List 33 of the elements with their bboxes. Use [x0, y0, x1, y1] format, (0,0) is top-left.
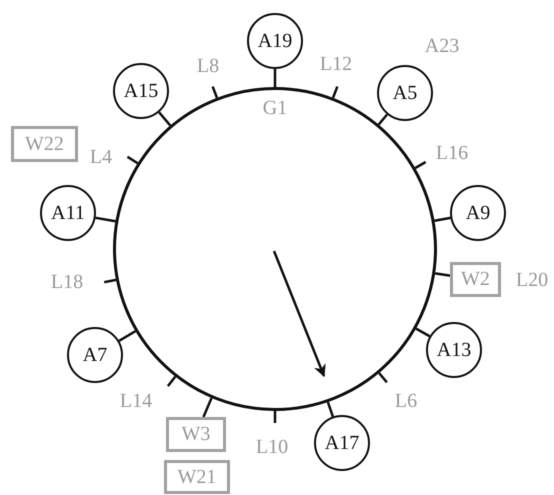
connector-line: [202, 398, 213, 418]
connector-line: [434, 272, 450, 277]
node-circle: A17: [314, 415, 370, 471]
node-circle: A5: [377, 65, 433, 121]
node-circle: A11: [40, 185, 96, 241]
node-circle: A13: [426, 322, 482, 378]
tick-label: L18: [50, 272, 84, 292]
label-box: W3: [166, 417, 226, 452]
tick-label: L10: [256, 437, 288, 457]
connector-line: [95, 216, 116, 222]
label-box: W2: [450, 262, 501, 297]
connector-line: [378, 114, 388, 126]
connector-line: [434, 216, 451, 222]
node-circle: A15: [113, 63, 169, 119]
tick-label: L16: [436, 143, 468, 163]
tick-label: L14: [120, 391, 152, 411]
node-circle: A9: [450, 185, 506, 241]
tick-label: L4: [90, 147, 112, 167]
connector-line: [118, 330, 136, 342]
tick-label: L12: [320, 54, 352, 74]
connector-line: [415, 328, 430, 338]
tick-label: L8: [196, 56, 220, 76]
ring-label: G1: [262, 98, 288, 118]
tick-label: A23: [424, 36, 460, 56]
node-circle: A7: [67, 327, 123, 383]
connector-line: [274, 69, 276, 87]
connector-line: [158, 112, 172, 126]
connector-line: [326, 402, 334, 417]
label-box: W22: [11, 126, 78, 162]
tick-label: L20: [516, 270, 548, 290]
node-circle: A19: [247, 13, 303, 69]
tick-label: L6: [394, 391, 418, 411]
label-box: W21: [164, 460, 230, 494]
